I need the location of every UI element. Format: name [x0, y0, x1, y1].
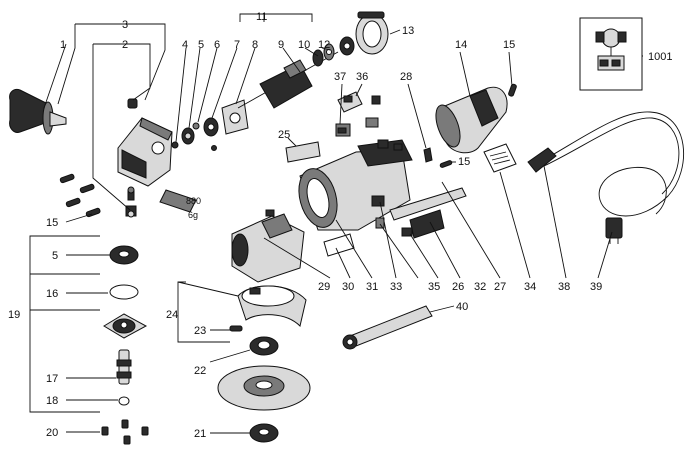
- label-19: 19: [8, 309, 20, 321]
- label-5: 5: [198, 39, 204, 51]
- housing-small-parts: [59, 173, 197, 218]
- gear-housing: [117, 98, 173, 187]
- motor-housing: [298, 139, 413, 231]
- label-39: 39: [590, 281, 602, 293]
- label-25: 25: [278, 129, 290, 141]
- label-1: 1: [60, 39, 66, 51]
- power-cord: [527, 111, 685, 244]
- label-31: 31: [366, 281, 378, 293]
- label-35: 35: [428, 281, 440, 293]
- label-33: 33: [390, 281, 402, 293]
- label-5-lower: 5: [52, 250, 58, 262]
- label-14: 14: [455, 39, 467, 51]
- label-6: 6: [214, 39, 220, 51]
- label-18: 18: [46, 395, 58, 407]
- label-37: 37: [334, 71, 346, 83]
- label-15-top: 15: [503, 39, 515, 51]
- label-27: 27: [494, 281, 506, 293]
- label-2: 2: [122, 39, 128, 51]
- label-8: 8: [252, 39, 258, 51]
- ring-13: [355, 11, 389, 55]
- label-28: 28: [400, 71, 412, 83]
- gear-parts-4-8: [171, 99, 249, 151]
- label-10: 10: [298, 39, 310, 51]
- wheel-guard: [229, 285, 307, 356]
- label-13: 13: [402, 25, 414, 37]
- label-20: 20: [46, 427, 58, 439]
- label-34: 34: [524, 281, 536, 293]
- armature: [237, 36, 355, 109]
- label-36: 36: [356, 71, 368, 83]
- stator-29: [231, 209, 305, 283]
- tag-880: 880: [186, 196, 201, 206]
- spindle-stack: [101, 245, 149, 445]
- label-23: 23: [194, 325, 206, 337]
- label-21: 21: [194, 428, 206, 440]
- switch-bar: [371, 187, 467, 239]
- grinding-disc: [217, 365, 311, 443]
- label-24: 24: [166, 309, 178, 321]
- switch-parts: [335, 91, 381, 137]
- label-12: 12: [318, 39, 330, 51]
- clip-28: [423, 147, 433, 163]
- screw-15-top: [508, 83, 517, 97]
- label-3: 3: [122, 19, 128, 31]
- label-34: [483, 143, 517, 173]
- label-1001: 1001: [648, 51, 672, 63]
- label-17: 17: [46, 373, 58, 385]
- rear-cover: [435, 86, 508, 154]
- leader-lines: [29, 13, 643, 434]
- label-30: [323, 233, 355, 257]
- label-4: 4: [182, 39, 188, 51]
- side-handle: [9, 89, 67, 135]
- label-30: 30: [342, 281, 354, 293]
- label-40: 40: [456, 301, 468, 313]
- screw-15-mid: [439, 160, 453, 168]
- label-32: 32: [474, 281, 486, 293]
- label-16: 16: [46, 288, 58, 300]
- callout-labels: 1 2 3 4 5 6 7 8 9 10 11 12 13 14 15 15 1…: [8, 11, 672, 440]
- label-9: 9: [278, 39, 284, 51]
- label-26: 26: [452, 281, 464, 293]
- label-22: 22: [194, 365, 206, 377]
- label-7: 7: [234, 39, 240, 51]
- label-11: 11: [256, 11, 267, 23]
- label-29: 29: [318, 281, 330, 293]
- part-1001-box: [579, 17, 643, 91]
- label-15-mid: 15: [458, 156, 470, 168]
- label-15-left: 15: [46, 217, 58, 229]
- label-strip-25: [285, 141, 321, 163]
- spanner-40: [342, 305, 433, 350]
- label-38: 38: [558, 281, 570, 293]
- tag-6g: 6g: [188, 210, 198, 220]
